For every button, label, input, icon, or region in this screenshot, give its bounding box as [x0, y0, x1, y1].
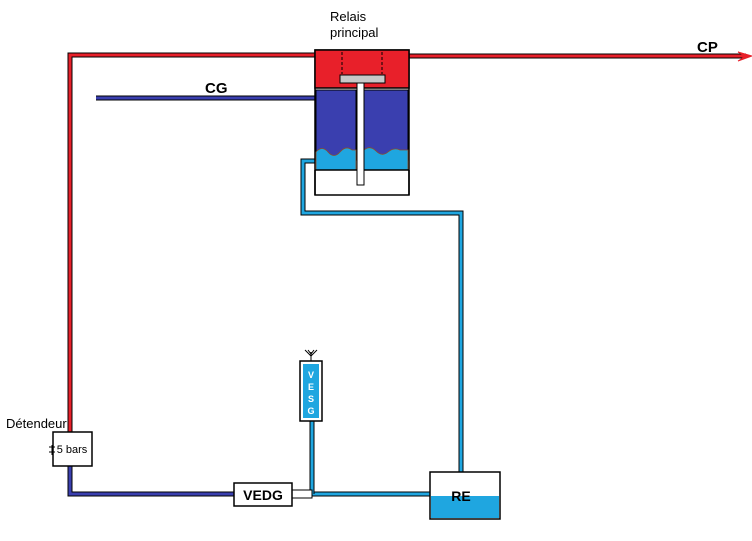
- relais-principal: [314, 49, 410, 196]
- vesg-letter-e: E: [308, 382, 314, 392]
- re-reservoir: RE: [429, 471, 501, 520]
- cg-label: CG: [205, 80, 228, 97]
- vesg-letter-g: G: [307, 406, 314, 416]
- detendeur-label: Détendeur: [6, 416, 67, 431]
- vesg-letter-s: S: [308, 394, 314, 404]
- vesg-valve: V E S G: [299, 349, 323, 422]
- piston-plate: [339, 74, 386, 84]
- re-label: RE: [451, 488, 470, 504]
- pressure-label: 5 bars: [57, 444, 88, 456]
- detendeur: 5 bars: [49, 431, 93, 467]
- vesg-letter-v: V: [308, 370, 314, 380]
- exhaust-icon: [304, 349, 318, 362]
- piston-rod: [356, 82, 365, 186]
- relay-to-re-pipe: [300, 158, 464, 494]
- cp-arrow-icon: [737, 51, 752, 62]
- cp-label: CP: [697, 39, 718, 56]
- vedg-to-re-pipe: [291, 420, 432, 499]
- vedg-valve: VEDG: [233, 482, 293, 507]
- detendeur-to-vedg-pipe: [67, 465, 234, 497]
- relais-label-line2: principal: [330, 25, 379, 40]
- relais-label-line1: Relais: [330, 9, 367, 24]
- vedg-label: VEDG: [243, 487, 283, 503]
